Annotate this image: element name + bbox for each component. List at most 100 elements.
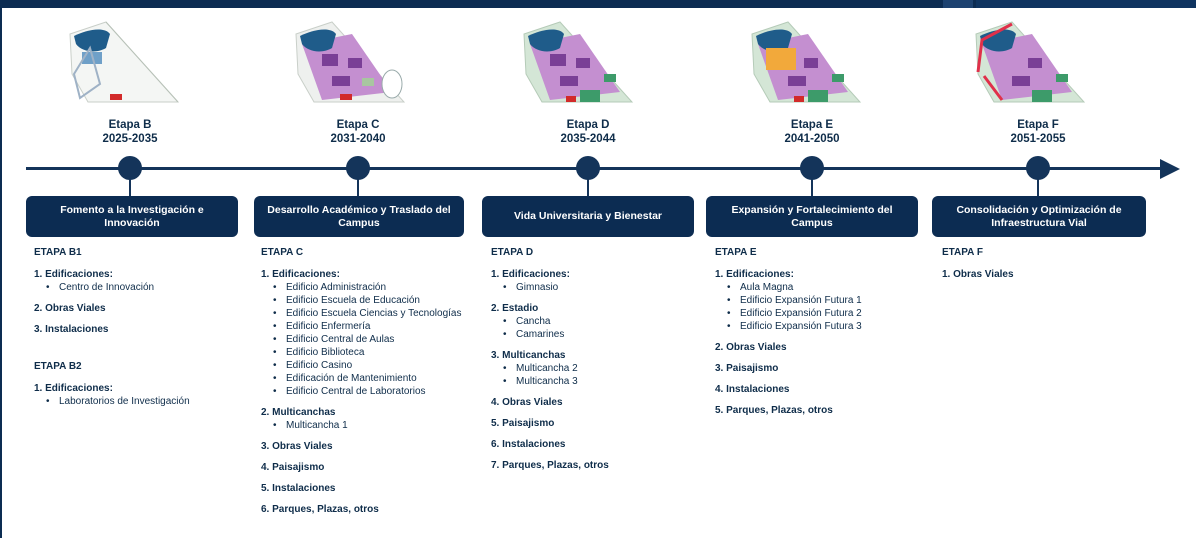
timeline-connector [357,170,359,196]
item-list: Laboratorios de Investigación [34,395,254,408]
stage-banner-e: Expansión y Fortalecimiento del Campus [706,196,918,237]
stage-name: Etapa D [566,119,610,131]
stage-years: 2031-2040 [330,133,386,145]
group-heading: 3. Paisajismo [715,363,779,374]
list-item: Gimnasio [503,281,711,294]
list-item: Edificación de Mantenimiento [273,372,481,385]
list-item: Edificio Expansión Futura 2 [727,307,935,320]
frame-border [0,0,2,538]
stage-column-f: ETAPA F 1. Obras Viales [942,246,1162,289]
stage-banner-d: Vida Universitaria y Bienestar [482,196,694,237]
item-list: Aula MagnaEdificio Expansión Futura 1Edi… [715,281,935,333]
list-item: Edificio Escuela de Educación [273,294,481,307]
work-group: 6. Instalaciones [491,438,711,451]
stage-banner-f: Consolidación y Optimización de Infraest… [932,196,1146,237]
list-item: Multicancha 1 [273,419,481,432]
campus-map-thumbnail-d [520,14,638,110]
stage-name: Etapa C [336,119,380,131]
list-item: Edificio Escuela Ciencias y Tecnologías [273,307,481,320]
group-heading: 3. Multicanchas [491,350,566,361]
top-bar-segment [976,0,1196,8]
work-group: 1. Obras Viales [942,268,1162,281]
work-group: 5. Instalaciones [261,482,481,495]
group-heading: 3. Instalaciones [34,324,109,335]
timeline-connector [1037,170,1039,196]
item-list: Multicancha 1 [261,419,481,432]
group-heading: 5. Paisajismo [491,418,555,429]
stage-title-b: Etapa B 2025-2035 [60,118,200,146]
group-heading: 2. Obras Viales [34,303,106,314]
timeline-connector [811,170,813,196]
top-bar [0,0,1196,8]
campus-map-thumbnail-f [972,14,1090,110]
section-title: ETAPA D [491,247,534,258]
stage-name: Etapa E [790,119,834,131]
group-heading: 4. Paisajismo [261,462,325,473]
work-group: 7. Parques, Plazas, otros [491,459,711,472]
group-heading: 4. Obras Viales [491,397,563,408]
work-group: 2. Obras Viales [715,341,935,354]
timeline-connector [587,170,589,196]
stage-title-f: Etapa F 2051-2055 [968,118,1108,146]
item-list: Edificio AdministraciónEdificio Escuela … [261,281,481,398]
work-group: 3. Instalaciones [34,323,254,336]
group-heading: 5. Parques, Plazas, otros [715,405,833,416]
stage-banner-c: Desarrollo Académico y Traslado del Camp… [254,196,464,237]
work-group: 3. Paisajismo [715,362,935,375]
list-item: Laboratorios de Investigación [46,395,254,408]
timeline-connector [129,170,131,196]
list-item: Cancha [503,315,711,328]
stage-years: 2025-2035 [102,133,158,145]
item-list: Gimnasio [491,281,711,294]
top-bar-segment [943,0,973,8]
list-item: Edificio Expansión Futura 1 [727,294,935,307]
campus-map-thumbnail-c [292,14,410,110]
stage-years: 2051-2055 [1010,133,1066,145]
list-item: Centro de Innovación [46,281,254,294]
work-group: 1. Edificaciones:Laboratorios de Investi… [34,382,254,408]
stage-years: 2041-2050 [784,133,840,145]
stage-name: Etapa B [108,119,152,131]
group-heading: 2. Obras Viales [715,342,787,353]
timeline-arrowhead [1160,159,1180,179]
work-group: 4. Paisajismo [261,461,481,474]
group-heading: 1. Edificaciones: [261,269,340,280]
list-item: Edificio Central de Aulas [273,333,481,346]
list-item: Multicancha 3 [503,375,711,388]
list-item: Camarines [503,328,711,341]
campus-map-thumbnail-b [66,14,184,110]
work-group: 1. Edificaciones:Aula MagnaEdificio Expa… [715,268,935,333]
group-heading: 4. Instalaciones [715,384,790,395]
work-group: 1. Edificaciones:Edificio Administración… [261,268,481,398]
stage-title-e: Etapa E 2041-2050 [742,118,882,146]
work-group: 1. Edificaciones:Centro de Innovación [34,268,254,294]
list-item: Edificio Expansión Futura 3 [727,320,935,333]
group-heading: 3. Obras Viales [261,441,333,452]
stage-column-e: ETAPA E1. Edificaciones:Aula MagnaEdific… [715,246,935,425]
work-group: 2. MulticanchasMulticancha 1 [261,406,481,432]
group-heading: 1. Edificaciones: [34,383,113,394]
group-heading: 6. Parques, Plazas, otros [261,504,379,515]
stage-name: Etapa F [1017,119,1059,131]
work-group: 1. Edificaciones:Gimnasio [491,268,711,294]
group-heading: 7. Parques, Plazas, otros [491,460,609,471]
work-group: 3. MulticanchasMulticancha 2Multicancha … [491,349,711,388]
item-list: CanchaCamarines [491,315,711,341]
list-item: Edificio Central de Laboratorios [273,385,481,398]
stage-banner-b: Fomento a la Investigación e Innovación [26,196,238,237]
group-heading: 5. Instalaciones [261,483,336,494]
section-title: ETAPA B2 [34,361,82,372]
section-title: ETAPA F [942,247,983,258]
campus-map-thumbnail-e [748,14,866,110]
list-item: Edificio Administración [273,281,481,294]
stage-column-b: ETAPA B11. Edificaciones:Centro de Innov… [34,246,254,416]
list-item: Edificio Biblioteca [273,346,481,359]
work-group: 5. Parques, Plazas, otros [715,404,935,417]
group-heading: 6. Instalaciones [491,439,566,450]
work-group: 5. Paisajismo [491,417,711,430]
work-group: 3. Obras Viales [261,440,481,453]
stage-years: 2035-2044 [560,133,616,145]
work-group: 6. Parques, Plazas, otros [261,503,481,516]
section-spacer [34,344,254,360]
